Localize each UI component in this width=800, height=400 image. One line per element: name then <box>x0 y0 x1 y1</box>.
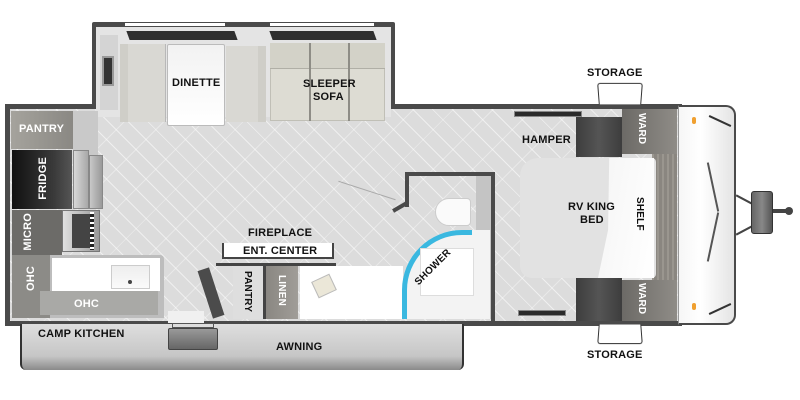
awning-label: AWNING <box>276 341 323 353</box>
bed-label-2: BED <box>580 214 604 226</box>
ohc-bottom-label: OHC <box>74 298 100 310</box>
kitchen-sink-icon <box>111 265 150 289</box>
slideout-window-right <box>270 23 374 26</box>
camp-kitchen-label: CAMP KITCHEN <box>38 328 125 340</box>
fridge <box>12 150 72 209</box>
bedroom-window <box>514 111 582 117</box>
headboard-shelf <box>652 154 677 280</box>
bath-wall-left <box>405 172 409 207</box>
front-cap <box>678 105 736 325</box>
storage-bottom-label: STORAGE <box>587 349 643 361</box>
ward-top-label: WARD <box>636 113 647 145</box>
ward-top <box>622 109 677 154</box>
entry-step <box>168 328 218 350</box>
storage-door-bottom <box>597 324 643 345</box>
shelf-label: SHELF <box>634 197 645 231</box>
fridge-label: FRIDGE <box>37 157 49 200</box>
bath-wall-right <box>491 172 495 322</box>
fridge-door-2 <box>89 155 103 209</box>
dinette-table <box>167 44 225 126</box>
ward-bottom-label: WARD <box>636 283 647 315</box>
sofa-back <box>270 43 385 69</box>
bath-wall-top <box>405 172 495 176</box>
slideout-window-left <box>125 23 225 26</box>
sofa-label: SOFA <box>313 91 344 103</box>
hamper-label: HAMPER <box>522 134 571 146</box>
pantry-cabinet <box>11 111 73 149</box>
awning <box>20 324 464 370</box>
propane-box <box>751 191 773 234</box>
ward-bottom-cabinet <box>576 277 622 321</box>
pantry-mid <box>233 266 263 319</box>
linen-divider <box>263 266 266 319</box>
hitch-tongue <box>773 209 787 213</box>
dinette-bench-right <box>226 46 266 122</box>
tv-mount-icon <box>102 56 114 86</box>
sofa-shelf-bar <box>269 31 377 40</box>
hitch-coupler <box>785 207 793 215</box>
hamper-cabinet <box>576 117 622 157</box>
dinette-bench-left <box>120 44 166 122</box>
sofa-seam-1 <box>309 43 311 121</box>
linen-label: LINEN <box>276 275 287 306</box>
entry-step-top <box>172 323 214 328</box>
pantry-top-label: PANTRY <box>19 123 65 135</box>
pantry-mid-label: PANTRY <box>242 271 253 313</box>
sofa-seam-2 <box>348 43 350 121</box>
marker-light-top <box>692 117 696 124</box>
toilet-icon <box>435 198 471 226</box>
marker-light-bottom <box>692 303 696 310</box>
sleeper-label: SLEEPER <box>303 78 356 90</box>
ward-bottom <box>622 280 677 321</box>
bed-label-1: RV KING <box>568 201 616 213</box>
shower-pan <box>420 248 474 296</box>
dinette-shelf-bar <box>126 31 238 40</box>
ent-center-wall <box>216 263 336 266</box>
ohc-bottom-panel <box>40 291 158 315</box>
linen-closet <box>266 266 298 319</box>
range-window <box>72 214 90 248</box>
entry-gap <box>168 311 204 323</box>
storage-door-top <box>597 82 643 105</box>
fireplace-label: FIREPLACE <box>248 227 313 239</box>
dinette-label: DINETTE <box>172 77 221 89</box>
pantry-side <box>73 111 98 156</box>
storage-top-label: STORAGE <box>587 67 643 79</box>
range-knobs <box>90 212 94 250</box>
fridge-door-1 <box>73 150 89 209</box>
ent-center-label: ENT. CENTER <box>243 245 318 257</box>
ent-center <box>222 243 334 259</box>
ohc-left-label: OHC <box>25 266 37 292</box>
microwave-cabinet <box>12 210 62 255</box>
sink-drain <box>128 280 132 284</box>
bedroom-window-bottom <box>518 310 566 316</box>
micro-label: MICRO <box>22 213 34 251</box>
